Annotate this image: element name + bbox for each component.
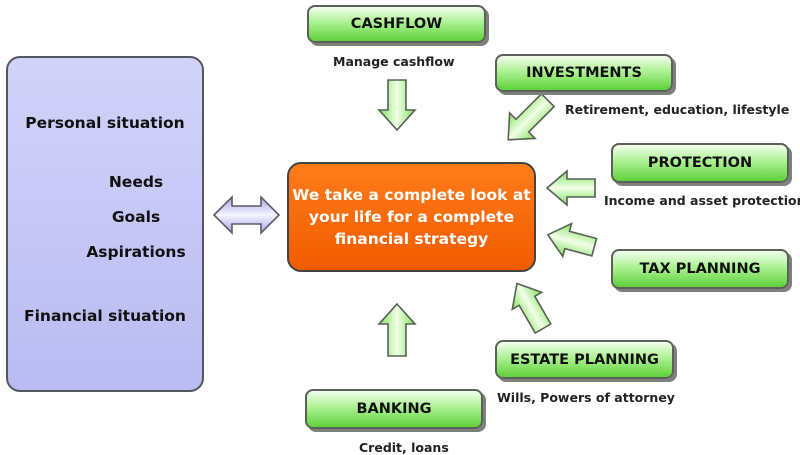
client-situation-panel: Personal situation Needs Goals Aspiratio… <box>6 56 204 392</box>
cashflow-arrow-icon <box>377 79 417 132</box>
needs-label: Needs <box>108 173 164 191</box>
cashflow-box: CASHFLOW <box>307 5 486 43</box>
financial-situation-label: Financial situation <box>24 307 186 325</box>
tax-planning-arrow-icon <box>546 222 598 259</box>
personal-situation-label: Personal situation <box>25 114 185 132</box>
investments-arrow-icon <box>507 92 556 141</box>
estate-planning-caption: Wills, Powers of attorney <box>497 390 675 405</box>
double-arrow-icon <box>212 195 281 235</box>
tax-planning-box: TAX PLANNING <box>611 249 789 289</box>
aspirations-label: Aspirations <box>86 243 186 261</box>
investments-caption: Retirement, education, lifestyle <box>565 102 790 117</box>
protection-arrow-icon <box>545 169 596 207</box>
strategy-line-3: financial strategy <box>334 230 489 248</box>
banking-arrow-icon <box>377 302 417 357</box>
strategy-line-1: We take a complete look at <box>292 186 531 204</box>
banking-box: BANKING <box>305 389 483 429</box>
protection-box: PROTECTION <box>611 143 789 183</box>
strategy-line-2: your life for a complete <box>308 208 515 226</box>
banking-caption: Credit, loans <box>359 440 449 455</box>
investments-box: INVESTMENTS <box>495 54 673 92</box>
goals-label: Goals <box>111 208 161 226</box>
cashflow-caption: Manage cashflow <box>333 54 455 69</box>
estate-planning-arrow-icon <box>511 282 552 335</box>
protection-caption: Income and asset protection <box>604 193 800 208</box>
estate-planning-box: ESTATE PLANNING <box>495 340 674 379</box>
complete-strategy-box: We take a complete look at your life for… <box>287 162 536 272</box>
